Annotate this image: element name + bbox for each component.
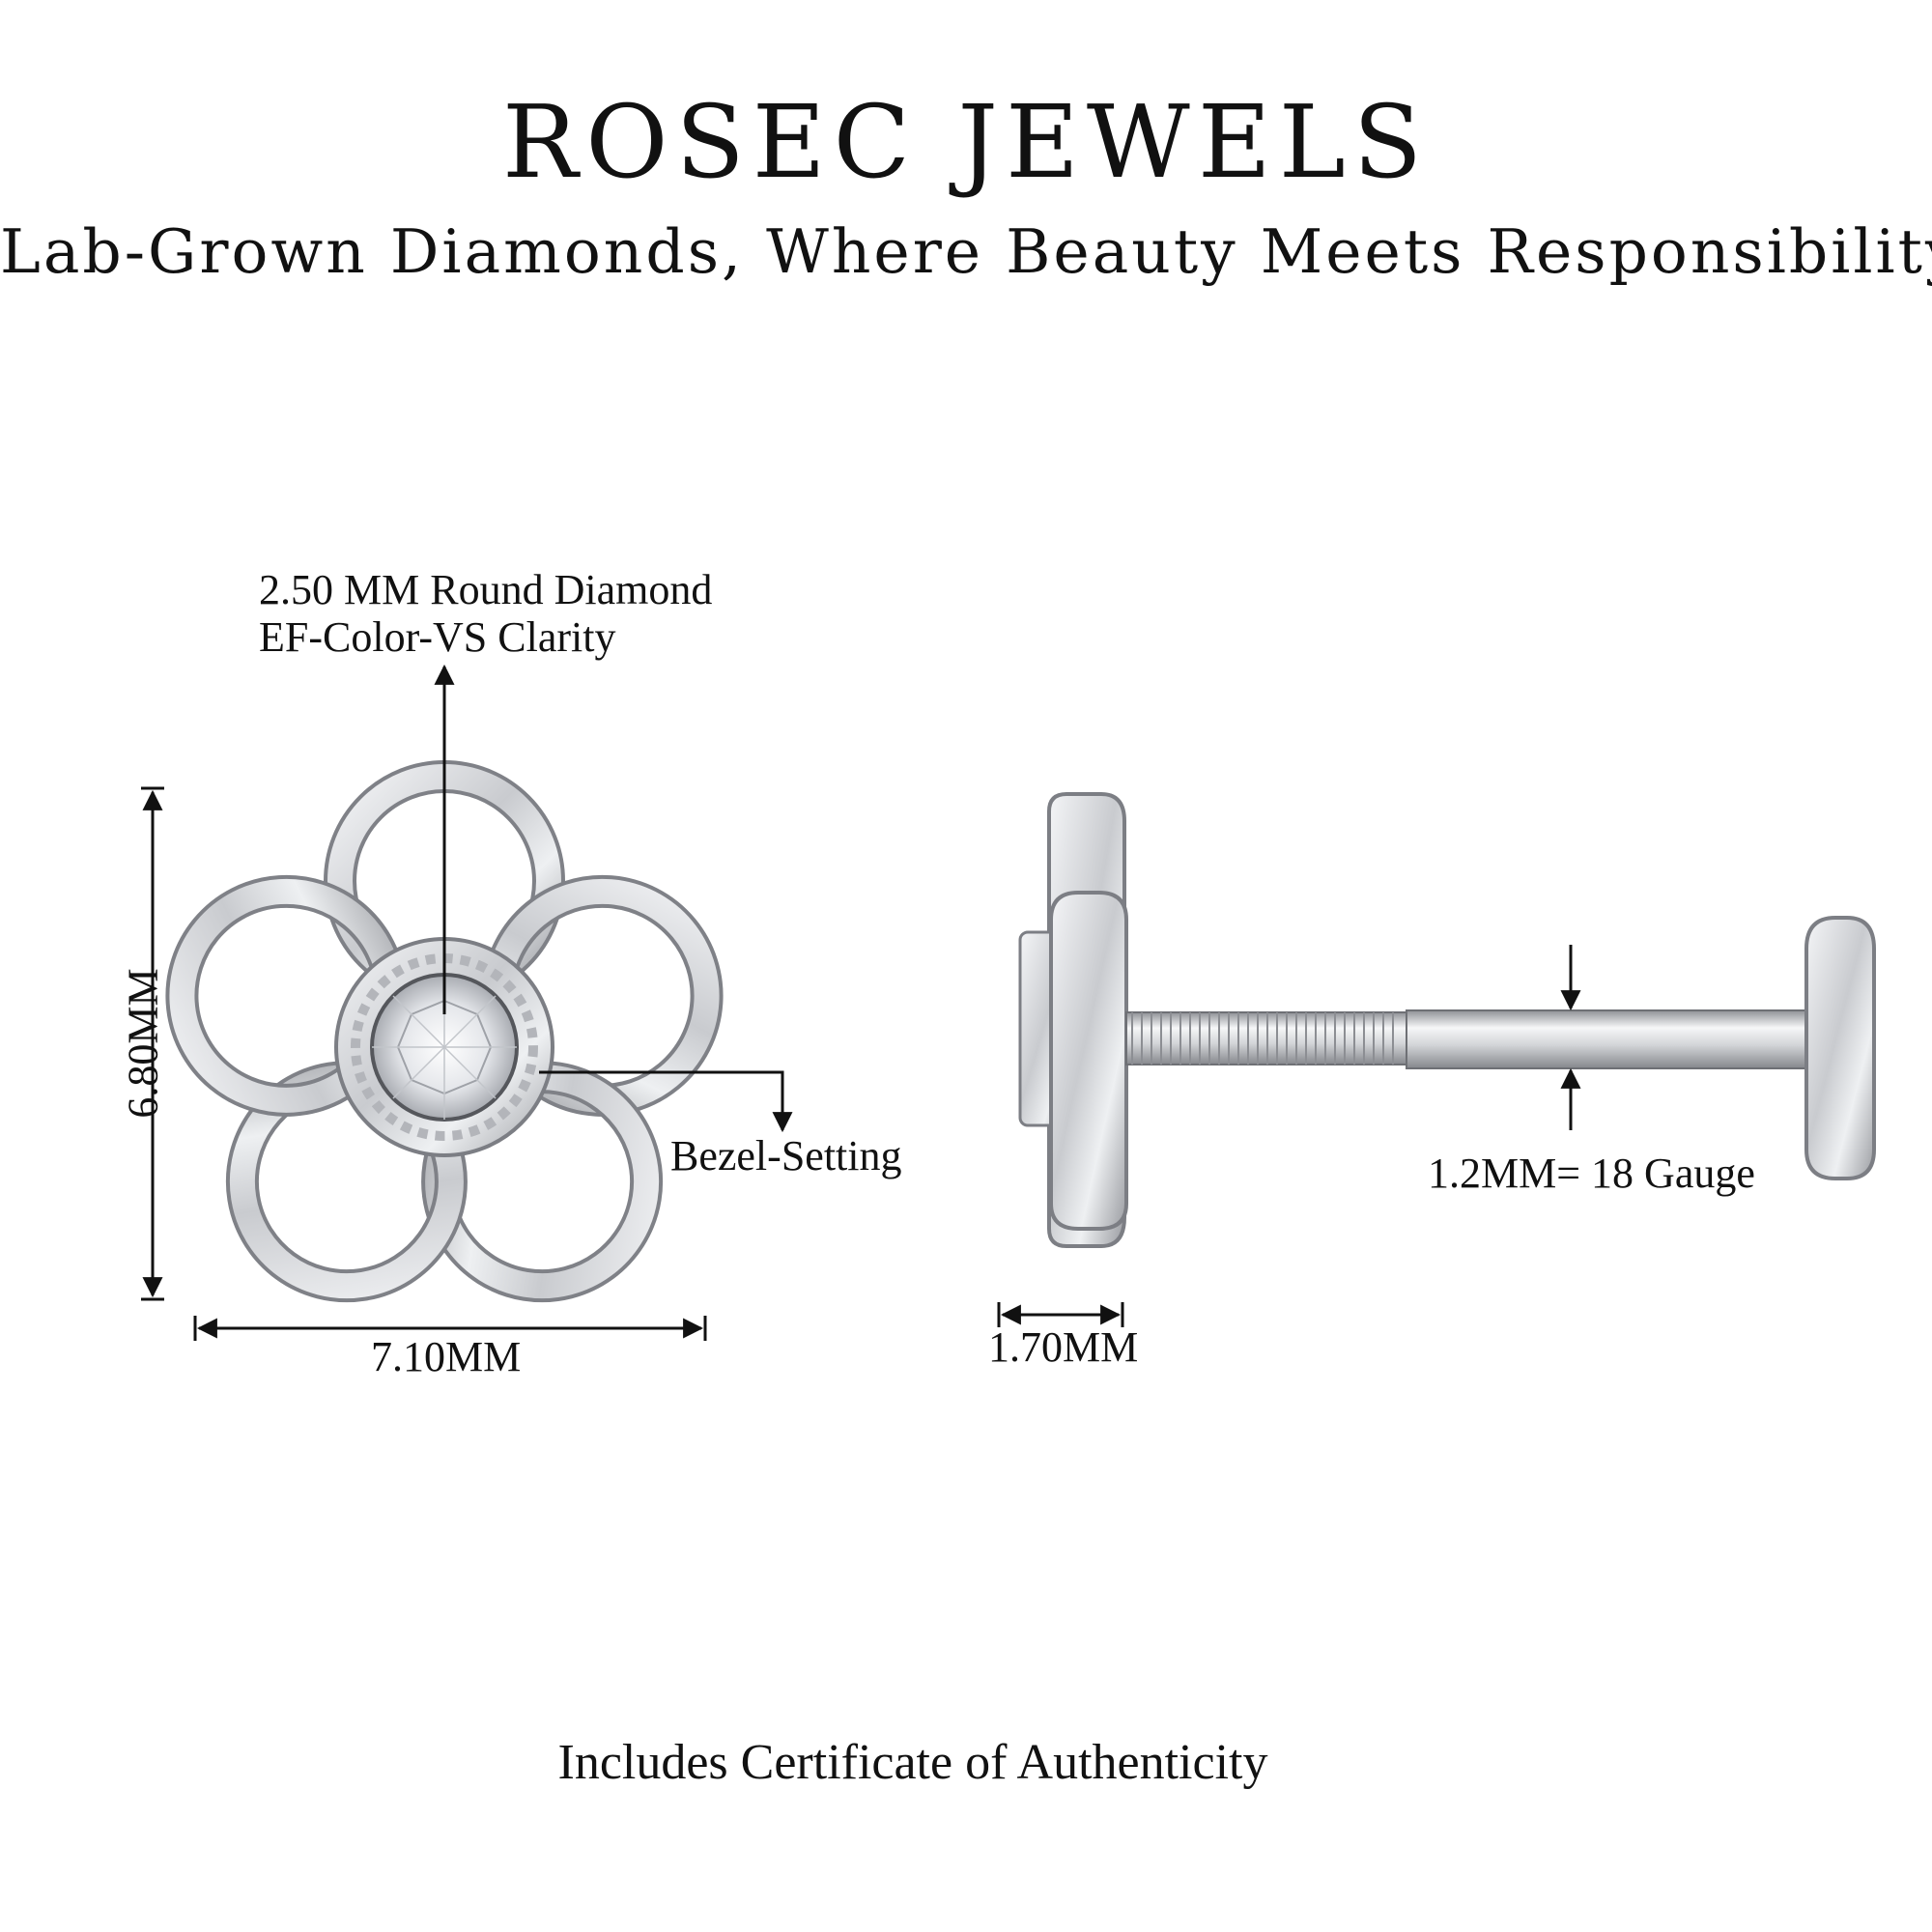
width-dimension bbox=[193, 1316, 707, 1341]
gauge-label: 1.2MM= 18 Gauge bbox=[1428, 1150, 1755, 1197]
width-label: 7.10MM bbox=[371, 1333, 522, 1380]
stud-side-view bbox=[1018, 792, 1876, 1248]
depth-label: 1.70MM bbox=[988, 1323, 1139, 1371]
height-dimension bbox=[141, 786, 164, 1301]
flower-front-view bbox=[165, 760, 724, 1303]
diamond-grade-text: EF-Color-VS Clarity bbox=[259, 613, 616, 662]
smooth-post bbox=[1406, 1009, 1813, 1069]
setting-label: Bezel-Setting bbox=[670, 1132, 902, 1179]
diamond-spec-label: 2.50 MM Round Diamond EF-Color-VS Clarit… bbox=[259, 566, 712, 662]
height-label: 6.80MM bbox=[119, 968, 167, 1119]
certificate-note: Includes Certificate of Authenticity bbox=[557, 1735, 1268, 1790]
brand-title: ROSEC JEWELS bbox=[501, 83, 1431, 201]
bezel-callout-line bbox=[539, 1070, 793, 1133]
diamond-size-text: 2.50 MM Round Diamond bbox=[259, 566, 713, 613]
tagline: Lab-Grown Diamonds, Where Beauty Meets R… bbox=[0, 216, 1932, 287]
depth-dimension bbox=[997, 1302, 1124, 1327]
flat-back-disc bbox=[1804, 916, 1876, 1180]
